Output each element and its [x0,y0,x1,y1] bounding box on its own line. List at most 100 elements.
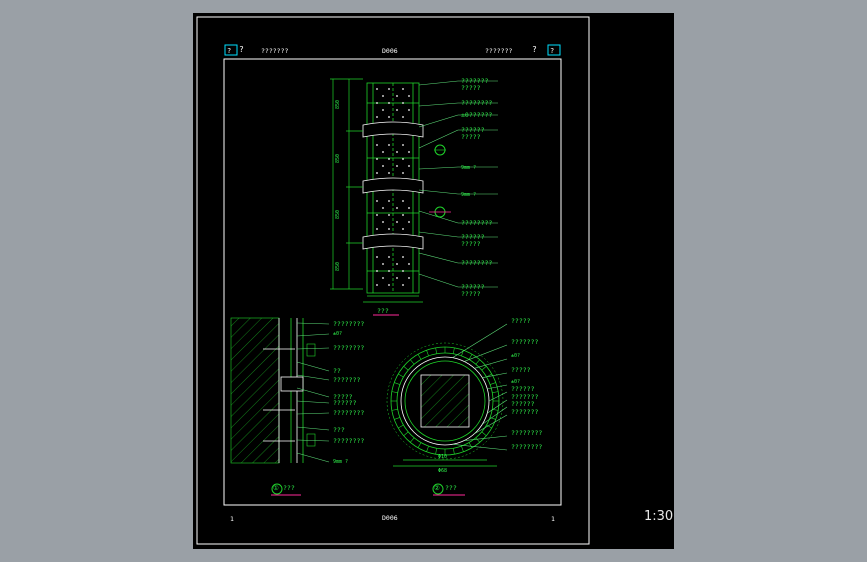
column-elevation [362,82,424,294]
pattern-dot [396,165,398,167]
plan-callout: ??????? [511,408,539,416]
column-leader [418,166,459,170]
column-leader [418,114,459,128]
pattern-dot [388,214,390,216]
pattern-dot [408,207,410,209]
section-leader [296,426,330,431]
pattern-dot [408,165,410,167]
header-right-text: ??????? [485,47,513,55]
header-left-text: ??????? [261,47,289,55]
pattern-dot [396,263,398,265]
pattern-dot [402,200,404,202]
pattern-dot [408,95,410,97]
pattern-dot [388,270,390,272]
column-leader [418,80,459,86]
section-leader [296,412,330,415]
section-leader [296,387,330,398]
pattern-dot [376,284,378,286]
pattern-dot [376,158,378,160]
column-leader [418,129,459,149]
column-pattern [376,88,410,286]
column-callout: ?????? ????? [461,126,485,141]
column-dim-2: 850 [335,154,341,163]
plan-callout: ????? [511,317,531,325]
section-leader [296,361,330,372]
plan-tick [475,437,480,443]
section-callout: ???????? [333,344,365,352]
column-callout: ?????? ????? [461,283,485,298]
pattern-dot [408,263,410,265]
pattern-dot [396,95,398,97]
plan-leader [487,384,508,390]
header-center-code: D006 [382,47,398,55]
plan-leader [464,435,508,441]
pattern-dot [388,256,390,258]
section-callout: ???????? [333,320,365,328]
plan-callout: ?????? [511,385,535,393]
pattern-dot [376,102,378,104]
plan-dims [393,459,497,467]
plan-tick [391,391,398,393]
plan-title: ??? [445,484,457,492]
column-callout: 9mm ? [461,192,477,198]
pattern-dot [402,102,404,104]
pattern-dot [408,221,410,223]
pattern-dot [376,172,378,174]
column-title: ??? [377,307,389,315]
plan-tick [481,366,487,371]
section-leader [296,322,330,325]
plan-tick [435,448,437,455]
plan-tick [453,448,455,455]
pattern-dot [388,144,390,146]
column-leader [418,102,459,107]
pattern-dot [382,165,384,167]
column-callout: ???????? [461,99,493,107]
pattern-dot [382,277,384,279]
pattern-dot [382,263,384,265]
pattern-dot [388,200,390,202]
pattern-dot [402,172,404,174]
column-callout: ±0?????? [461,111,493,119]
pattern-dot [402,256,404,258]
pattern-dot [402,270,404,272]
section-leader [296,333,330,337]
plan-tick [453,347,455,354]
pattern-dot [408,109,410,111]
plan-ticks [391,347,499,455]
pattern-dot [396,109,398,111]
inner-border [223,58,562,506]
pattern-dot [388,88,390,90]
column-leader [418,273,459,288]
plan-callout: ±0? [511,353,521,359]
plan-tick [403,366,409,371]
section-callout: ±0? [333,331,343,337]
column-callout: 9mm ? [461,165,477,171]
plan-tick [394,382,400,385]
pattern-dot [402,228,404,230]
section-leader [296,452,330,463]
plan-leader [474,414,508,434]
pattern-dot [388,116,390,118]
plan-tick [492,391,499,393]
pattern-dot [376,214,378,216]
pattern-dot [382,109,384,111]
plan-tick [398,373,404,378]
column-leader [418,231,459,238]
column-leaders [418,80,498,288]
plan-tick [403,431,409,436]
plan-tick [490,382,496,385]
section-callout: ???????? [333,409,365,417]
pattern-dot [388,228,390,230]
plan-callout: ????? [511,366,531,374]
plan-tick [394,417,400,420]
pattern-dot [402,116,404,118]
plan-tick [410,359,415,365]
header-right-icon: ? [547,44,561,56]
column-bottom-dims [363,295,423,303]
pattern-dot [376,270,378,272]
pattern-dot [396,277,398,279]
section-callout: 9mm ? [333,459,349,465]
pattern-dot [382,151,384,153]
scale-label: 1:30 [644,509,674,524]
svg-text:?: ? [227,47,231,55]
